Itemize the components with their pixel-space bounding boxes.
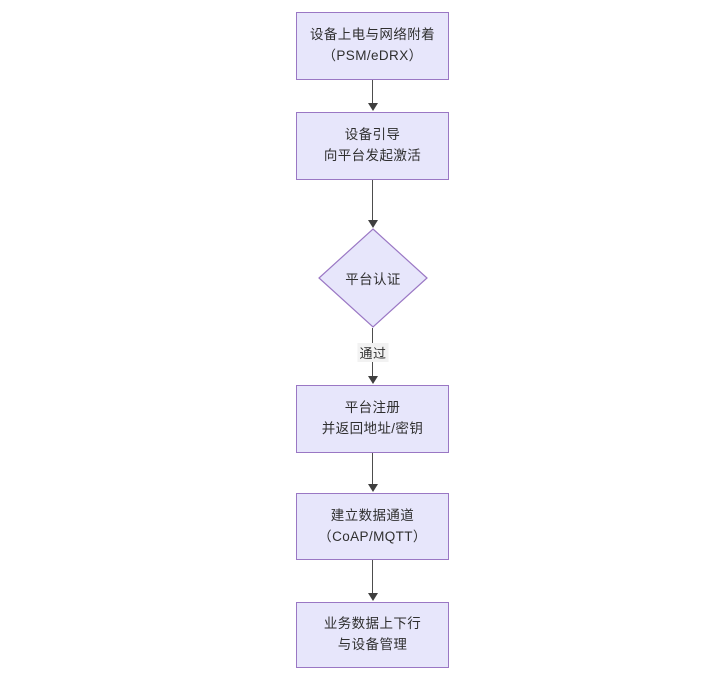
connector-n5-n6 <box>372 560 373 594</box>
flow-node-business-data-line2: 与设备管理 <box>337 637 408 652</box>
diamond-shape-icon <box>318 228 428 328</box>
flow-node-power-on-line2: （PSM/eDRX） <box>322 48 423 63</box>
flow-node-power-on[interactable]: 设备上电与网络附着 （PSM/eDRX） <box>296 12 449 80</box>
flow-node-device-bootstrap-line2: 向平台发起激活 <box>323 148 422 163</box>
flow-node-device-bootstrap[interactable]: 设备引导 向平台发起激活 <box>296 112 449 180</box>
connector-n5-n6-arrowhead <box>368 593 378 601</box>
flow-node-platform-register-line1: 平台注册 <box>344 400 401 416</box>
flow-node-platform-register[interactable]: 平台注册 并返回地址/密钥 <box>296 385 449 453</box>
flow-node-data-channel[interactable]: 建立数据通道 （CoAP/MQTT） <box>296 493 449 560</box>
flow-node-platform-register-line2: 并返回地址/密钥 <box>321 421 424 436</box>
connector-n3-n4-arrowhead <box>368 376 378 384</box>
flow-node-platform-auth[interactable]: 平台认证 <box>318 228 428 328</box>
connector-n4-n5 <box>372 453 373 485</box>
flow-node-business-data[interactable]: 业务数据上下行 与设备管理 <box>296 602 449 668</box>
flow-node-power-on-line1: 设备上电与网络附着 <box>309 27 436 43</box>
edge-label-pass: 通过 <box>357 343 389 362</box>
connector-n4-n5-arrowhead <box>368 484 378 492</box>
connector-n1-n2-arrowhead <box>368 103 378 111</box>
flow-node-data-channel-line1: 建立数据通道 <box>330 507 415 523</box>
flow-node-platform-auth-label: 平台认证 <box>345 272 401 287</box>
connector-n2-n3-arrowhead <box>368 220 378 228</box>
connector-n2-n3 <box>372 180 373 222</box>
connector-n1-n2 <box>372 80 373 104</box>
flow-node-data-channel-line2: （CoAP/MQTT） <box>318 528 427 544</box>
flow-node-device-bootstrap-line1: 设备引导 <box>344 127 401 143</box>
flow-node-business-data-line1: 业务数据上下行 <box>323 616 422 632</box>
